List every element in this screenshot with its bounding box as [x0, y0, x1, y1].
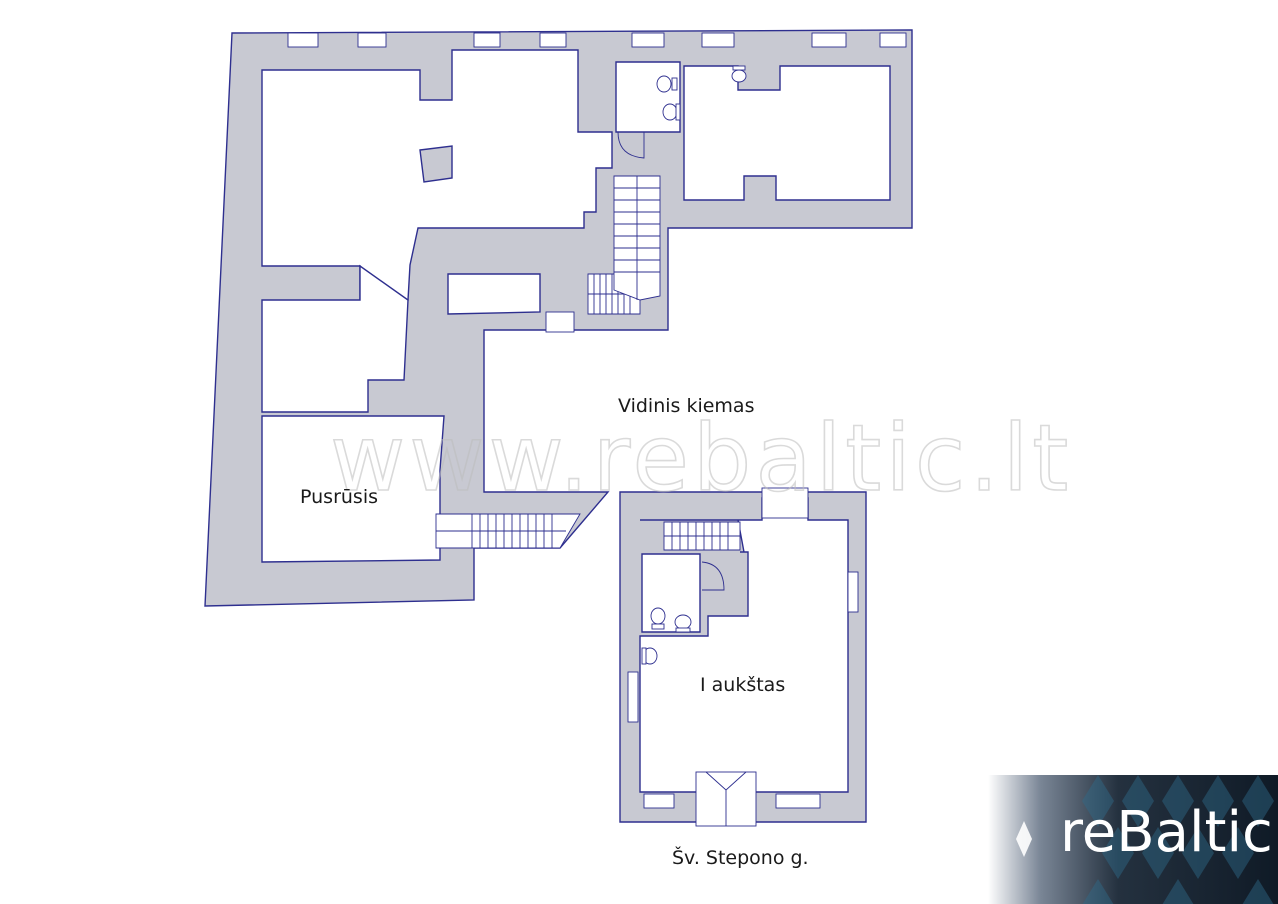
sink-icon-2	[731, 65, 747, 83]
stair-upper-steps	[614, 176, 660, 300]
wc-room-basement	[615, 61, 681, 133]
stair-lower-steps	[436, 514, 566, 548]
sink-icon	[662, 103, 681, 121]
label-first-floor: I aukštas	[700, 674, 785, 696]
label-street: Šv. Stepono g.	[672, 845, 809, 869]
semi-basement-plan	[204, 29, 913, 607]
windows-top	[287, 32, 907, 333]
label-courtyard: Vidinis kiemas	[618, 395, 754, 417]
sink-icon-room	[641, 647, 658, 665]
diamond-pattern	[1016, 775, 1274, 904]
first-floor-plan	[619, 487, 867, 827]
stair-first-floor-steps	[664, 522, 740, 550]
toilet-icon-first-floor	[650, 607, 666, 630]
toilet-icon	[656, 75, 678, 93]
label-semi-basement: Pusrūsis	[300, 486, 378, 508]
door-swing-wc	[617, 131, 645, 159]
watermark: www.rebaltic.lt	[330, 405, 1072, 512]
room-left-middle	[261, 264, 409, 413]
bathroom-first-floor	[641, 553, 701, 633]
column	[419, 145, 453, 183]
door-swing-bath	[701, 561, 725, 591]
room-right-upper	[683, 65, 891, 201]
windows-first-floor	[627, 487, 859, 827]
logo-text: reBaltic	[1060, 800, 1273, 865]
sink-icon-first-floor	[674, 614, 692, 633]
corridor	[447, 273, 541, 315]
rebaltic-logo: reBaltic	[988, 775, 1278, 904]
